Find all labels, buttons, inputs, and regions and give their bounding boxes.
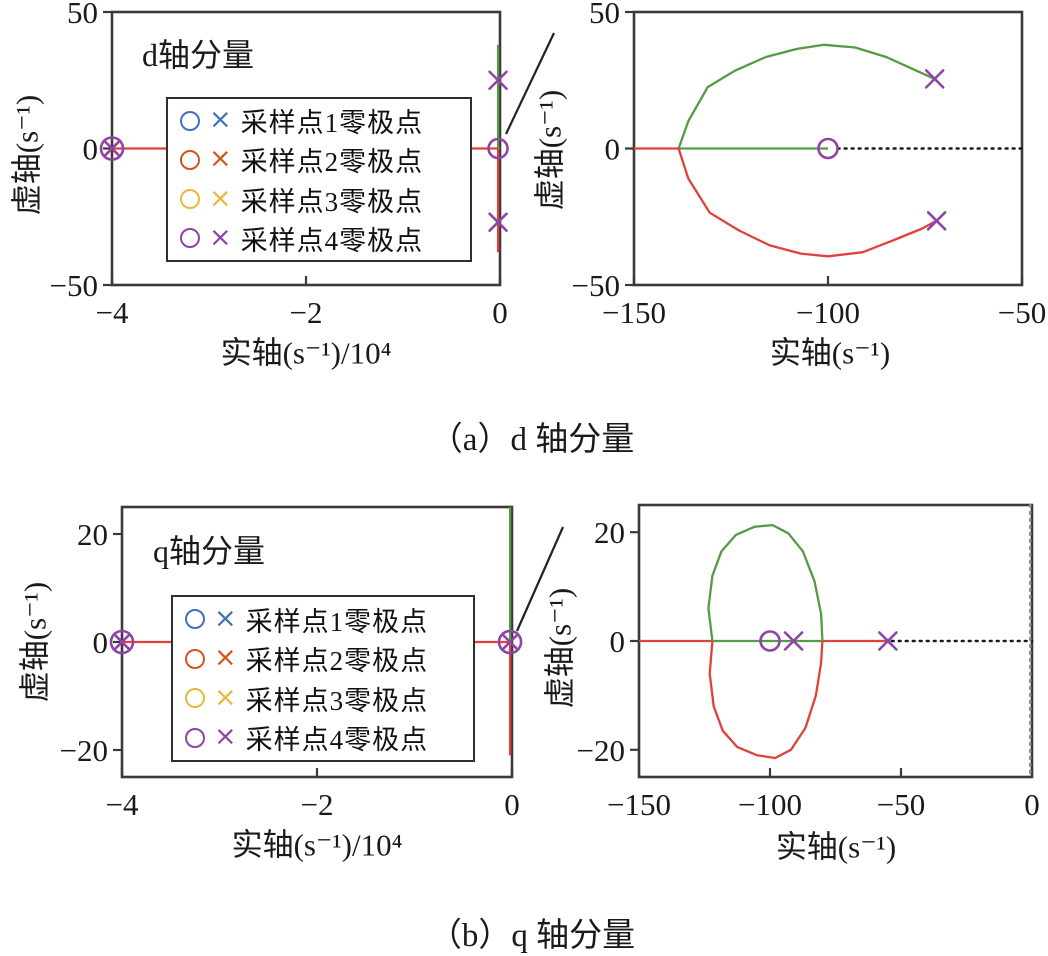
pole-marker [501, 633, 519, 651]
x-tick-label: −150 [602, 295, 666, 330]
x-tick-label: −2 [301, 787, 334, 822]
zero-marker [99, 136, 125, 161]
y-tick-label: −20 [577, 733, 625, 768]
zero-legend-icon [185, 648, 205, 669]
x-tick-label: −100 [738, 787, 802, 822]
legend-item-3: × 采样点3零极点 [180, 180, 466, 219]
pole-legend-icon: × [214, 642, 237, 674]
x-axis-label-d-full: 实轴(s⁻¹)/10⁴ [220, 335, 392, 371]
pole-legend-icon: × [209, 182, 232, 214]
legend-item-label: 采样点4零极点 [240, 225, 424, 256]
pole-legend-icon: × [209, 221, 232, 253]
pole-legend-icon: × [209, 143, 232, 175]
zero-marker [109, 629, 135, 655]
zero-legend-icon [180, 189, 200, 210]
y-tick-label: −20 [60, 733, 108, 768]
x-tick-label: 0 [492, 295, 508, 330]
x-axis-label-q-zoom: 实轴(s⁻¹) [775, 829, 897, 865]
y-tick-label: 0 [610, 624, 626, 659]
pole-marker [783, 631, 804, 651]
legend-item-1: × 采样点1零极点 [185, 600, 469, 639]
zero-legend-icon [185, 688, 205, 709]
caption-a: （a）d 轴分量 [429, 422, 635, 458]
x-tick-label: −50 [998, 295, 1046, 330]
y-tick-label: 20 [594, 515, 625, 550]
x-tick-label: −4 [106, 787, 139, 822]
pole-marker [113, 633, 131, 651]
x-tick-label: −150 [607, 787, 671, 822]
zoom-callout-a [505, 32, 555, 135]
x-tick-label: 0 [1024, 787, 1040, 822]
y-tick-label: 20 [77, 517, 108, 552]
x-tick-label: −100 [796, 295, 860, 330]
pole-marker [103, 139, 121, 158]
y-tick-label: −50 [572, 268, 620, 303]
chart-d_zoom: −150 −100 −50 50 0 −50 [572, 0, 1047, 330]
x-axis-label-q-full: 实轴(s⁻¹)/10⁴ [231, 827, 403, 863]
legend-item-label: 采样点3零极点 [240, 186, 424, 217]
series-lower-loop [708, 640, 824, 760]
legend-item-2: × 采样点2零极点 [185, 639, 469, 678]
pole-legend-icon: × [214, 602, 237, 634]
pole-marker [488, 70, 508, 91]
pole-legend-icon: × [214, 721, 237, 753]
y-tick-label: 50 [589, 0, 620, 30]
x-axis-label-d-zoom: 实轴(s⁻¹) [769, 335, 891, 371]
series-upper-loop [707, 523, 824, 642]
x-tick-label: −2 [290, 295, 323, 330]
legend-box-q: × 采样点1零极点 × 采样点2零极点 × 采样点3零极点 × 采样点4零极点 [171, 595, 475, 762]
plot-title-q-axis: q轴分量 [153, 533, 266, 569]
pole-marker [488, 212, 508, 233]
zero-legend-icon [185, 727, 205, 748]
zero-legend-icon [185, 609, 205, 630]
zero-marker [759, 630, 781, 652]
legend-item-2: × 采样点2零极点 [180, 140, 466, 179]
pole-marker [926, 211, 947, 231]
zero-marker [497, 629, 523, 655]
legend-item-label: 采样点3零极点 [245, 685, 429, 716]
x-tick-label: −4 [96, 295, 129, 330]
legend-item-1: × 采样点1零极点 [180, 101, 466, 140]
series-upper-branch [677, 43, 936, 149]
y-axis-label-d-zoom: 虚轴(s⁻¹) [532, 89, 568, 211]
legend-box-d: × 采样点1零极点 × 采样点2零极点 × 采样点3零极点 × 采样点4零极点 [166, 97, 472, 262]
zero-legend-icon [180, 110, 200, 131]
series-lower-branch [677, 148, 938, 258]
y-tick-label: 0 [605, 132, 621, 167]
legend-item-4: × 采样点4零极点 [180, 219, 466, 258]
legend-item-label: 采样点1零极点 [240, 108, 424, 139]
pole-legend-icon: × [209, 104, 232, 136]
caption-b: （b）q 轴分量 [428, 918, 636, 954]
legend-item-label: 采样点4零极点 [245, 725, 429, 756]
y-axis-label-q-full: 虚轴(s⁻¹) [17, 581, 53, 703]
zero-marker [817, 137, 839, 160]
legend-item-3: × 采样点3零极点 [185, 679, 469, 718]
y-tick-label: 0 [93, 625, 109, 660]
chart-q_zoom: −150 −100 −50 0 20 0 −20 [577, 503, 1040, 822]
zero-marker [487, 137, 509, 160]
x-tick-label: −50 [877, 787, 925, 822]
pole-legend-icon: × [214, 681, 237, 713]
legend-item-4: × 采样点4零极点 [185, 718, 469, 757]
y-tick-label: −50 [50, 268, 98, 303]
x-tick-label: 0 [504, 787, 520, 822]
zero-legend-icon [180, 149, 200, 170]
y-axis-label-d-full: 虚轴(s⁻¹) [9, 94, 45, 216]
pole-marker [878, 631, 898, 651]
plot-title-d-axis: d轴分量 [142, 37, 255, 73]
y-tick-label: 0 [83, 132, 99, 167]
y-tick-label: 50 [67, 0, 98, 30]
pole-marker [924, 69, 945, 89]
zoom-callout-b [515, 526, 565, 632]
legend-item-label: 采样点1零极点 [245, 606, 429, 637]
zero-legend-icon [180, 228, 200, 249]
legend-item-label: 采样点2零极点 [245, 646, 429, 677]
y-axis-label-q-zoom: 虚轴(s⁻¹) [542, 587, 578, 709]
legend-item-label: 采样点2零极点 [240, 147, 424, 178]
